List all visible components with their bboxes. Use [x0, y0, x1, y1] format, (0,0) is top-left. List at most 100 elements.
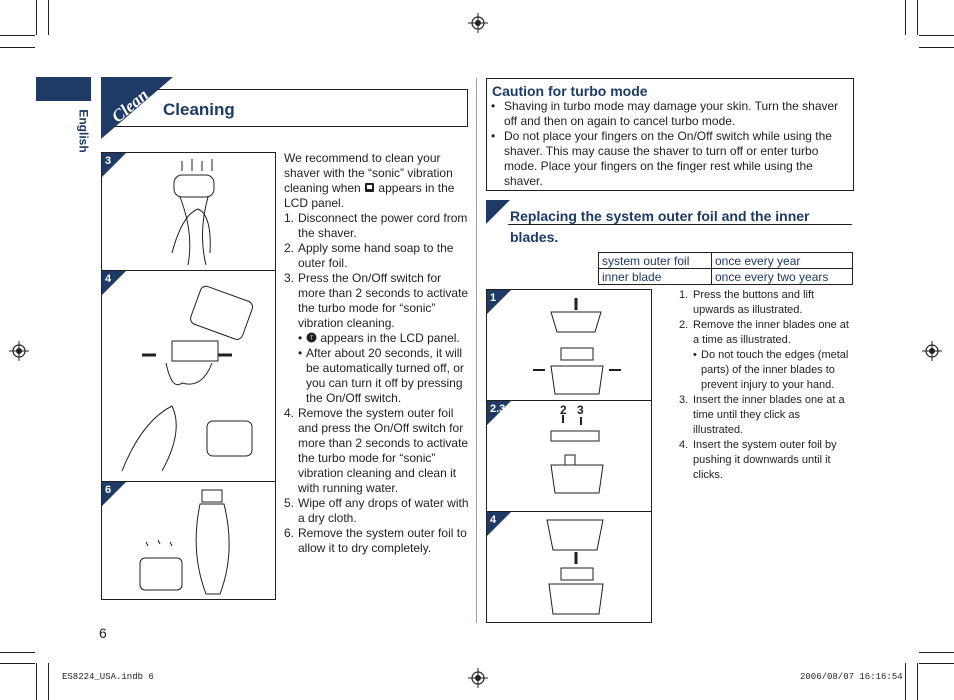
crop-mark [919, 663, 954, 664]
bullet: • [298, 346, 303, 360]
caution-item: •Do not place your fingers on the On/Off… [491, 129, 853, 189]
step-marker [487, 290, 511, 314]
figure-step: 2.3 2 3 [487, 401, 651, 512]
crop-mark [917, 0, 918, 35]
column-divider [476, 78, 477, 623]
list-text: Wipe off any drops of water with a dry c… [298, 496, 469, 525]
language-label: English [76, 109, 91, 153]
language-tab-bar [36, 77, 91, 101]
crop-mark [919, 652, 954, 653]
list-text: Remove the system outer foil and press t… [298, 406, 469, 495]
section-title: Cleaning [163, 100, 235, 119]
step-marker [487, 512, 511, 536]
insert-foil-illustration [546, 519, 604, 615]
list-number: 2. [679, 319, 689, 331]
footer-timestamp: 2006/08/07 16:16:54 [800, 672, 903, 682]
crop-mark [36, 663, 37, 700]
figure-step: 4 [487, 512, 651, 622]
figure-label: 3 [577, 403, 584, 417]
crop-mark [36, 0, 37, 35]
step-marker [102, 482, 126, 506]
replace-title: Replacing the system outer foil and the … [510, 208, 810, 245]
list-number: 3. [284, 271, 295, 285]
bullet: • [491, 99, 496, 113]
caution-item: • Shaving in turbo mode may damage your s… [491, 99, 853, 129]
list-item: 2. Remove the inner blades one at a time … [679, 318, 851, 348]
registration-mark-icon [922, 341, 942, 361]
crop-mark [905, 663, 906, 700]
turbo-indicator-icon: T [306, 332, 317, 343]
step-marker [102, 153, 126, 177]
intro-paragraph: We recommend to clean your shaver with t… [284, 151, 469, 211]
list-number: 4. [679, 439, 689, 451]
list-text: Remove the inner blades one at a time as… [693, 319, 849, 346]
list-item: 1. Press the buttons and lift upwards as … [679, 288, 851, 318]
list-text: Apply some hand soap to the outer foil. [298, 241, 454, 270]
crop-mark [48, 663, 49, 700]
figure-step: 6 [102, 482, 275, 599]
step-number: 2.3 [490, 403, 506, 415]
crop-mark [919, 47, 954, 48]
list-item: 3.Insert the inner blades one at a time … [679, 393, 851, 438]
list-number: 4. [284, 406, 295, 420]
list-number: 2. [284, 241, 295, 255]
crop-mark [917, 663, 918, 700]
replacement-figures: 1 2.3 2 3 4 [486, 289, 652, 623]
figure-step: 1 [487, 290, 651, 401]
heading-marker-icon [486, 200, 510, 224]
crop-mark [0, 652, 35, 653]
step-marker [487, 401, 511, 425]
figure-label: 2 [560, 403, 567, 417]
list-item: 4.Remove the system outer foil and press… [284, 406, 469, 496]
list-text: Press the buttons and lift upwards as il… [693, 289, 815, 316]
caution-box: Caution for turbo mode •Shaving in turbo… [486, 78, 854, 191]
list-item: 3.Press the On/Off switch for more than … [284, 271, 469, 331]
crop-mark [905, 0, 906, 35]
replacement-schedule-table: system outer foil once every year inner … [598, 252, 853, 285]
inner-blades-illustration [550, 415, 604, 494]
step-marker [102, 271, 126, 295]
list-number: 5. [284, 496, 295, 510]
sub-text: appears in the LCD panel. [320, 331, 460, 345]
shaver-dry-illustration [139, 489, 230, 595]
list-text: Remove the system outer foil to allow it… [298, 526, 467, 555]
table-row: inner blade once every two years [598, 268, 853, 285]
shaver-soap-illustration [171, 159, 215, 266]
step-number: 1 [490, 292, 497, 304]
list-text: Disconnect the power cord from the shave… [298, 211, 468, 240]
bullet: • [693, 349, 697, 361]
crop-mark [0, 35, 35, 36]
svg-text:T: T [310, 336, 313, 342]
registration-mark-icon [468, 668, 488, 688]
figure-step: 3 [102, 153, 275, 271]
step-number: 4 [490, 514, 497, 526]
sub-bullet: • Do not touch the edges (metal parts) of… [679, 348, 851, 393]
list-item: 4.Insert the system outer foil by pushin… [679, 438, 851, 483]
list-item: 6.Remove the system outer foil to allow … [284, 526, 469, 556]
list-number: 1. [679, 289, 689, 301]
list-number: 3. [679, 394, 689, 406]
bullet: • [491, 129, 496, 143]
step-number: 4 [105, 273, 112, 285]
crop-mark [48, 0, 49, 35]
bullet: • [298, 331, 303, 345]
intro-text: appears in the LCD panel. [284, 181, 455, 210]
list-item: 1.Disconnect the power cord from the sha… [284, 211, 469, 241]
crop-mark [919, 35, 954, 36]
list-item: 5.Wipe off any drops of water with a dry… [284, 496, 469, 526]
table-cell: inner blade [598, 268, 712, 285]
sub-text: Do not touch the edges (metal parts) of … [701, 349, 849, 391]
list-number: 1. [284, 211, 295, 225]
crop-mark [0, 663, 35, 664]
table-cell: once every two years [711, 268, 853, 285]
sub-bullet: •After about 20 seconds, it will be auto… [284, 346, 469, 406]
step-number: 3 [105, 155, 112, 167]
cleaning-figures: 3 4 6 [101, 152, 276, 600]
cleaning-indicator-icon [365, 183, 375, 192]
caution-text: Shaving in turbo mode may damage your sk… [504, 99, 839, 128]
shaver-foil-removal-illustration [121, 285, 254, 472]
table-row: system outer foil once every year [598, 252, 853, 269]
list-item: 2.Apply some hand soap to the outer foil… [284, 241, 469, 271]
table-cell: system outer foil [598, 252, 712, 269]
registration-mark-icon [9, 341, 29, 361]
